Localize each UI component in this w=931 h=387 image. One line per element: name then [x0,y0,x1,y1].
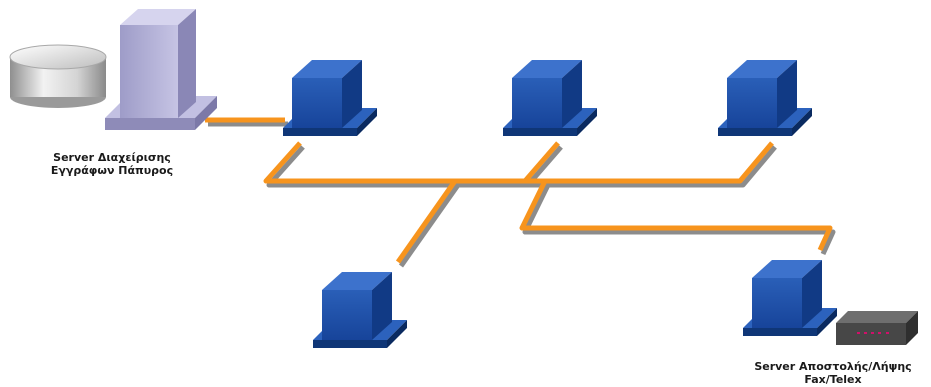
workstation-icon [743,260,837,336]
fax-server-label-line1: Server Αποστολής/Λήψης [754,360,912,373]
workstation-icon [313,272,407,348]
workstation-icon [283,60,377,136]
fax-modem-icon [836,311,918,345]
server-tower-icon [105,9,217,130]
document-server-label-line2: Εγγράφων Πάπυρος [50,164,174,177]
document-server-label: Server Διαχείρισης Εγγράφων Πάπυρος [22,151,202,177]
fax-server-label-line2: Fax/Telex [804,373,862,386]
database-disk-icon [9,44,107,108]
network-cables [205,117,836,268]
fax-server-label: Server Αποστολής/Λήψης Fax/Telex [738,360,928,386]
workstation-icon [503,60,597,136]
workstation-icon [718,60,812,136]
document-server-label-line1: Server Διαχείρισης [53,151,171,164]
